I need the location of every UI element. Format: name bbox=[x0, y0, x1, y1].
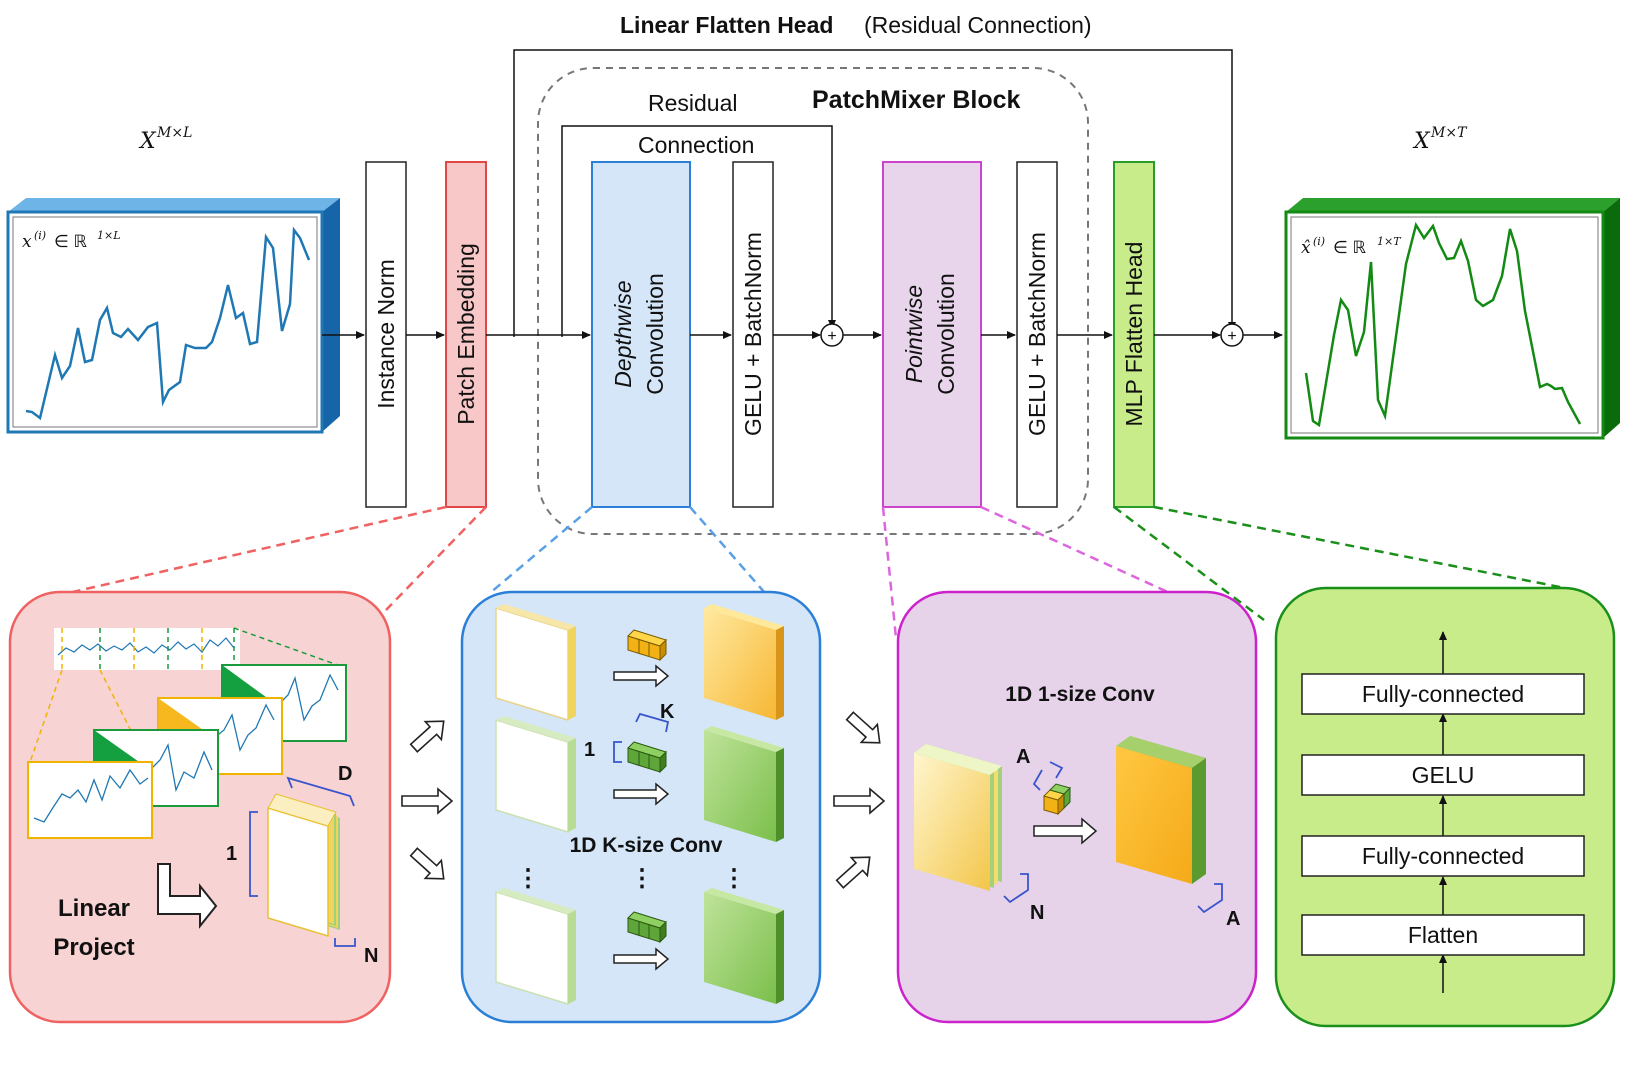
pointwise-panel-title: 1D 1-size Conv bbox=[1005, 683, 1155, 706]
title-paren: (Residual Connection) bbox=[864, 12, 1092, 38]
depthwise-panel-K: K bbox=[660, 701, 675, 723]
output-series-sup: (i) bbox=[1313, 235, 1325, 248]
mlp-flatten-head-block: MLP Flatten Head bbox=[1113, 161, 1155, 508]
patch-panel-linear: Linear bbox=[58, 895, 130, 922]
output-series-in: ∈ ℝ bbox=[1333, 238, 1367, 257]
pointwise-label-rest: Convolution bbox=[933, 273, 959, 394]
mlp-fc-top-label: Fully-connected bbox=[1362, 681, 1524, 707]
linear-flatten-residual-line bbox=[513, 49, 1236, 337]
input-series-x: x bbox=[22, 232, 32, 252]
input-shape-base: X bbox=[138, 129, 157, 154]
sum-node-2: + bbox=[1220, 323, 1244, 347]
instance-norm-block: Instance Norm bbox=[365, 161, 407, 508]
pointwise-panel-A1: A bbox=[1016, 746, 1030, 768]
patch-panel-N: N bbox=[364, 945, 378, 967]
output-series-block: x̂ (i) ∈ ℝ 1×T bbox=[1284, 198, 1620, 440]
patch-panel-project: Project bbox=[53, 934, 134, 961]
residual-label-line2: Connection bbox=[638, 132, 754, 158]
mlp-flatten-head-label: MLP Flatten Head bbox=[1121, 242, 1147, 427]
sum-node-1-sign: + bbox=[827, 328, 836, 345]
depthwise-dots-1: ⋮ bbox=[516, 865, 540, 892]
output-series-line bbox=[1304, 221, 1582, 428]
patch-embedding-panel: D 1 N Linear Project bbox=[8, 590, 392, 1024]
pointwise-panel: 1D 1-size Conv A bbox=[896, 590, 1258, 1024]
patch-panel-D: D bbox=[338, 763, 352, 785]
mlp-head-panel: Fully-connected GELU Fully-connected Fla… bbox=[1274, 586, 1616, 1028]
gelu-batchnorm-label-1: GELU + BatchNorm bbox=[740, 232, 766, 436]
gelu-batchnorm-block-2: GELU + BatchNorm bbox=[1016, 161, 1058, 508]
depthwise-kernels bbox=[627, 629, 667, 944]
mlp-flatten-box: Flatten bbox=[1301, 914, 1585, 956]
instance-norm-label: Instance Norm bbox=[373, 259, 399, 409]
linear-flatten-head-title: Linear Flatten Head (Residual Connection… bbox=[620, 12, 1092, 38]
depthwise-panel: K 1 1D K-size Conv ⋮ ⋮ ⋮ bbox=[460, 590, 822, 1024]
sum-node-2-sign: + bbox=[1227, 328, 1236, 345]
depthwise-label-italic: Depthwise bbox=[610, 280, 636, 387]
output-series-dim: 1×T bbox=[1377, 235, 1402, 248]
patch-panel-one: 1 bbox=[226, 843, 237, 865]
patchmixer-block-region bbox=[537, 67, 1089, 535]
depthwise-dots-3: ⋮ bbox=[722, 865, 746, 892]
inner-residual-line bbox=[561, 125, 836, 337]
depthwise-label-rest: Convolution bbox=[642, 273, 668, 394]
mlp-gelu-box: GELU bbox=[1301, 754, 1585, 796]
depthwise-dots-2: ⋮ bbox=[630, 865, 654, 892]
sum-node-1: + bbox=[820, 323, 844, 347]
input-shape-sup: M×L bbox=[156, 125, 192, 141]
patchmixer-block-label: PatchMixer Block bbox=[812, 86, 1021, 114]
patch-embedding-label: Patch Embedding bbox=[453, 243, 479, 425]
gelu-batchnorm-block-1: GELU + BatchNorm bbox=[732, 161, 774, 508]
input-series-in: ∈ ℝ bbox=[54, 232, 88, 251]
pointwise-panel-N: N bbox=[1030, 902, 1044, 924]
depthwise-panel-title: 1D K-size Conv bbox=[570, 834, 723, 857]
strip-series-line bbox=[57, 637, 235, 656]
zoom-connectors bbox=[67, 505, 1566, 639]
mlp-gelu-label: GELU bbox=[1412, 762, 1475, 788]
pointwise-output-stack bbox=[1116, 736, 1206, 884]
mlp-fc-bottom-box: Fully-connected bbox=[1301, 835, 1585, 877]
output-shape-sup: M×T bbox=[1430, 125, 1468, 141]
pointwise-panel-A2: A bbox=[1226, 908, 1240, 930]
title-bold: Linear Flatten Head bbox=[620, 12, 833, 38]
input-series-sup: (i) bbox=[34, 229, 46, 242]
mlp-flatten-label: Flatten bbox=[1408, 922, 1478, 948]
mlp-fc-top-box: Fully-connected bbox=[1301, 673, 1585, 715]
input-series-line bbox=[25, 226, 311, 421]
pointwise-label-italic: Pointwise bbox=[901, 285, 927, 383]
embedding-stack bbox=[267, 793, 340, 938]
mlp-fc-bottom-label: Fully-connected bbox=[1362, 843, 1524, 869]
output-shape-base: X bbox=[1412, 129, 1431, 154]
input-series-block: x (i) ∈ ℝ 1×L bbox=[6, 198, 340, 434]
output-series-x: x̂ bbox=[1301, 238, 1311, 258]
input-series-dim: 1×L bbox=[97, 229, 121, 242]
depthwise-panel-one: 1 bbox=[584, 739, 595, 761]
pointwise-input-stack bbox=[914, 744, 1002, 891]
hollow-arrows-1 bbox=[401, 720, 454, 880]
hollow-arrows-2 bbox=[833, 711, 886, 889]
depthwise-conv-block: Depthwise Convolution bbox=[591, 161, 691, 508]
depthwise-input-slabs bbox=[495, 604, 576, 1006]
gelu-batchnorm-label-2: GELU + BatchNorm bbox=[1024, 232, 1050, 436]
patch-embedding-block: Patch Embedding bbox=[445, 161, 487, 508]
residual-label-line1: Residual bbox=[648, 90, 738, 116]
depthwise-output-slabs bbox=[704, 604, 784, 1004]
pointwise-conv-block: Pointwise Convolution bbox=[882, 161, 982, 508]
